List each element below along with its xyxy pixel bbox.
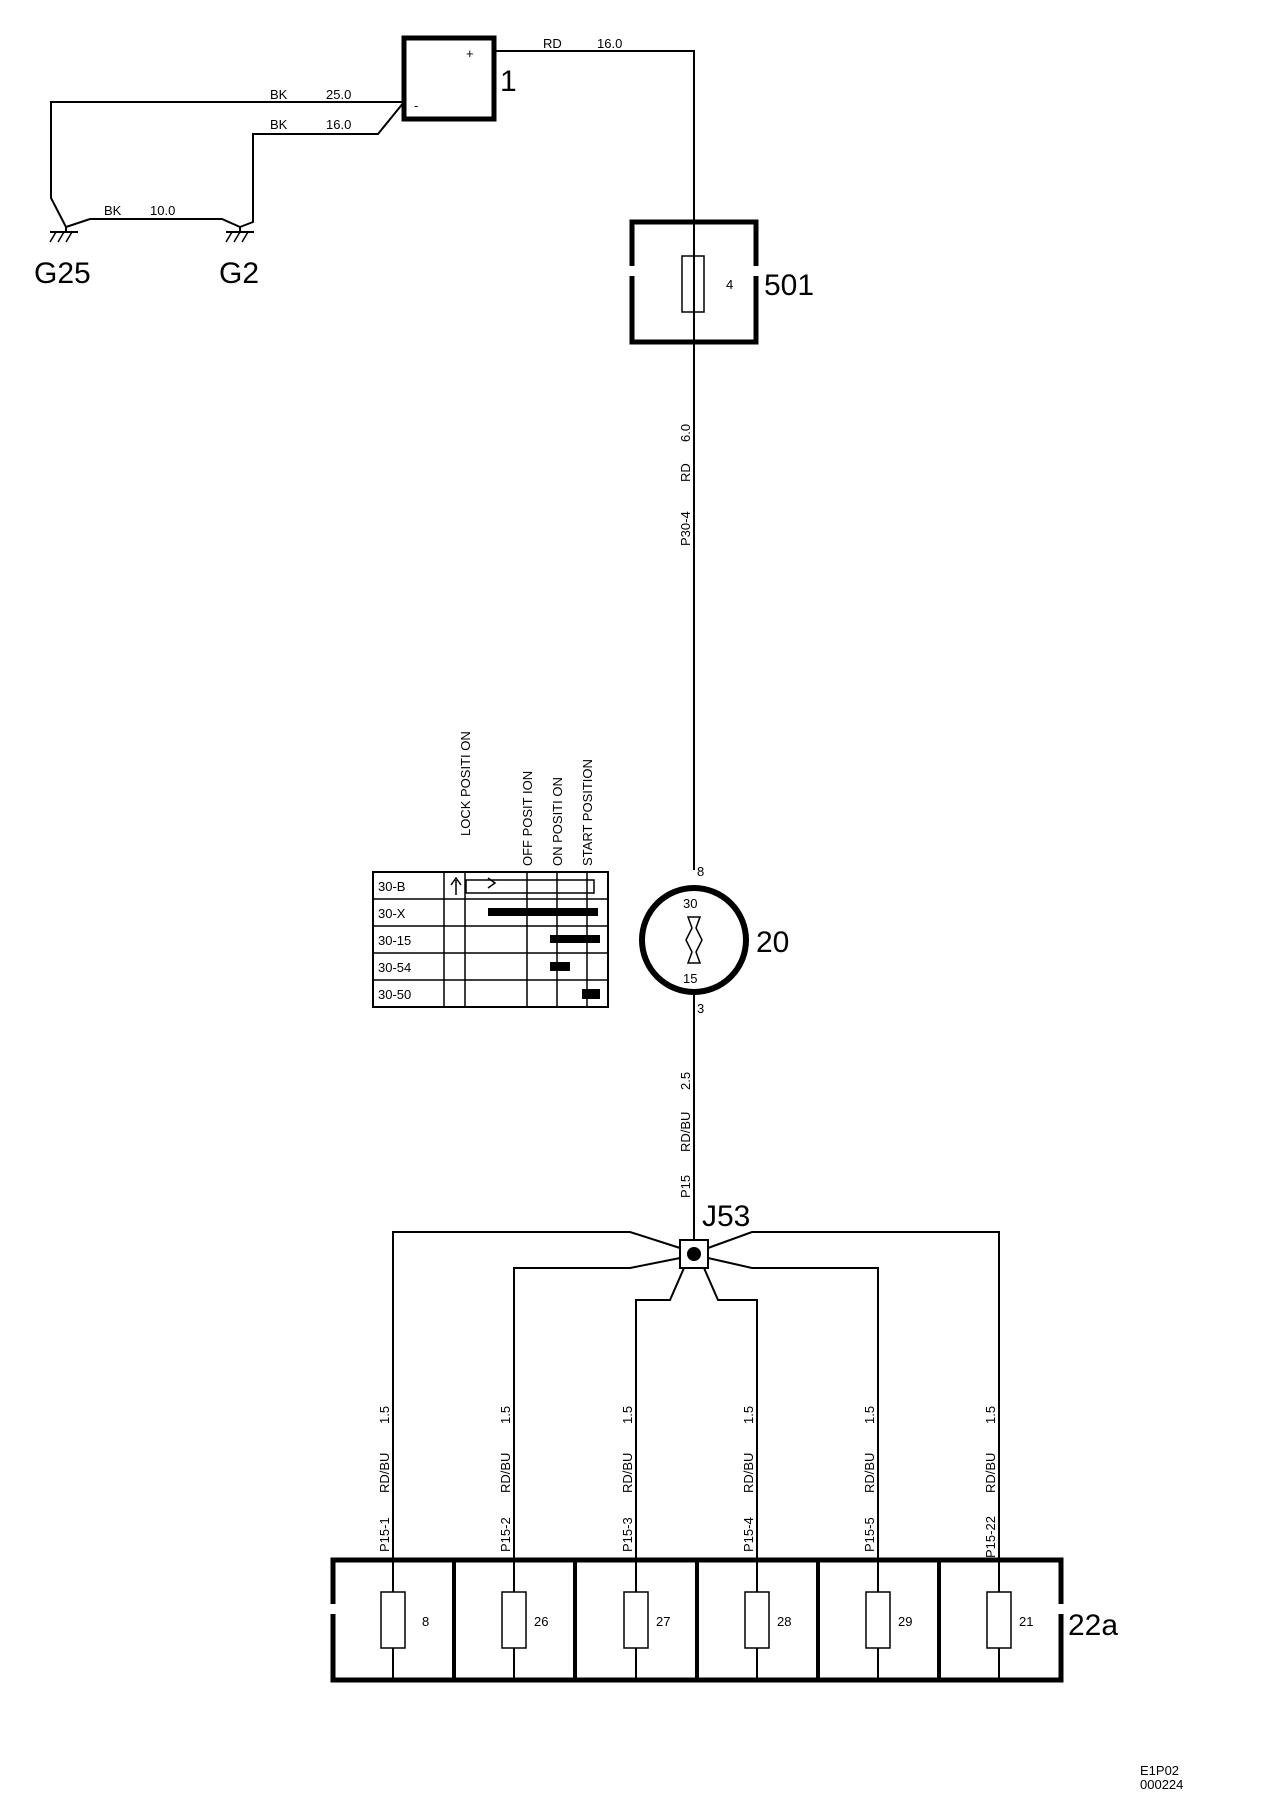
table-header: OFF POSIT ION [520,771,535,866]
wire-p30-4-id: P30-4 [678,511,693,546]
table-row-label: 30-X [378,906,406,921]
branch-color: RD/BU [983,1453,998,1493]
fuse-icon [986,1591,1012,1649]
fuse-box-22a-id: 22a [1068,1609,1118,1642]
wire-g25-g2 [65,218,241,228]
branch-size: 1.5 [620,1406,635,1424]
ground-g25-label: G25 [34,257,91,290]
battery-plus-label: + [466,46,474,61]
position-bar [582,989,600,999]
position-bar [550,935,600,943]
branch-circuit: P15-22 [983,1516,998,1558]
wire-p15-size: 2.5 [678,1072,693,1090]
branch-size: 1.5 [983,1406,998,1424]
branch-size: 1.5 [862,1406,877,1424]
switch-pin-in: 8 [697,864,704,879]
table-row-label: 30-50 [378,987,411,1002]
switch-terminal-in: 30 [683,896,697,911]
ignition-switch: 8 30 15 3 20 [639,864,789,1016]
fuse-box-501-id: 501 [764,269,814,302]
branch-size: 1.5 [498,1406,513,1424]
wire-battery-plus-size: 16.0 [597,36,622,51]
fuse-number: 28 [777,1614,791,1629]
table-row-label: 30-B [378,879,405,894]
wire-battery-plus [494,50,695,222]
branch-color: RD/BU [377,1453,392,1493]
position-bar [488,908,598,916]
fuse-number: 27 [656,1614,670,1629]
splice-j53: J53 [392,1200,1000,1560]
branch-labels: 1.5 RD/BU P15-1 1.5 RD/BU P15-2 1.5 RD/B… [377,1406,998,1558]
branch-color: RD/BU [498,1453,513,1493]
battery: + - 1 [401,35,517,122]
battery-box [401,35,497,122]
wire-battery-minus-g25 [50,101,404,228]
wire-p30-4-size: 6.0 [678,424,693,442]
wire-minus-g2-size: 16.0 [326,117,351,132]
switch-pin-out: 3 [697,1001,704,1016]
footer-code-line2: 000224 [1140,1777,1183,1792]
wire-g25-g2-color: BK [104,203,122,218]
wire-g25-g2-size: 10.0 [150,203,175,218]
branch-circuit: P15-2 [498,1517,513,1552]
fuse-number: 26 [534,1614,548,1629]
table-header: LOCK POSITI ON [458,731,473,836]
wire-minus-g2-color: BK [270,117,288,132]
branch-size: 1.5 [377,1406,392,1424]
wire-p30-4-color: RD [678,463,693,482]
fuse-icon [865,1591,891,1649]
branch-circuit: P15-4 [741,1517,756,1552]
wire-battery-minus-g2 [239,101,405,228]
branch-color: RD/BU [862,1453,877,1493]
ground-symbol-icon [225,227,254,243]
branch-circuit: P15-3 [620,1517,635,1552]
battery-id: 1 [500,65,517,98]
ignition-switch-id: 20 [756,926,789,959]
fuse-box-22a: 8 26 27 28 29 21 22a [327,1557,1118,1683]
table-header: START POSITION [580,759,595,866]
ground-g2-label: G2 [219,257,259,290]
position-bar [550,962,570,971]
fuse-icon [501,1591,527,1649]
fuse-icon [744,1591,770,1649]
fuse-box-501: 4 501 [626,219,814,345]
key-icon [685,916,703,964]
branch-color: RD/BU [620,1453,635,1493]
battery-minus-label: - [414,98,418,113]
wire-minus-g25-size: 25.0 [326,87,351,102]
table-row-label: 30-15 [378,933,411,948]
fuse-number: 8 [422,1614,429,1629]
ground-symbol-icon [49,227,78,243]
table-header: ON POSITI ON [550,777,565,866]
fuse-number: 29 [898,1614,912,1629]
branch-color: RD/BU [741,1453,756,1493]
branch-circuit: P15-1 [377,1517,392,1552]
wire-battery-plus-color: RD [543,36,562,51]
fuse-501-number: 4 [726,277,733,292]
switch-terminal-out: 15 [683,971,697,986]
wire-p15-id: P15 [678,1175,693,1198]
wire-p15-color: RD/BU [678,1112,693,1152]
switch-position-table: 30-B 30-X 30-15 30-54 30-50 LOCK POSITI … [372,731,609,1008]
fuse-number: 21 [1019,1614,1033,1629]
branch-circuit: P15-5 [862,1517,877,1552]
branch-size: 1.5 [741,1406,756,1424]
wire-minus-g25-color: BK [270,87,288,102]
table-row-label: 30-54 [378,960,411,975]
splice-id: J53 [702,1200,750,1233]
footer-code-line1: E1P02 [1140,1763,1179,1778]
fuse-icon [380,1591,406,1649]
fuse-icon [623,1591,649,1649]
